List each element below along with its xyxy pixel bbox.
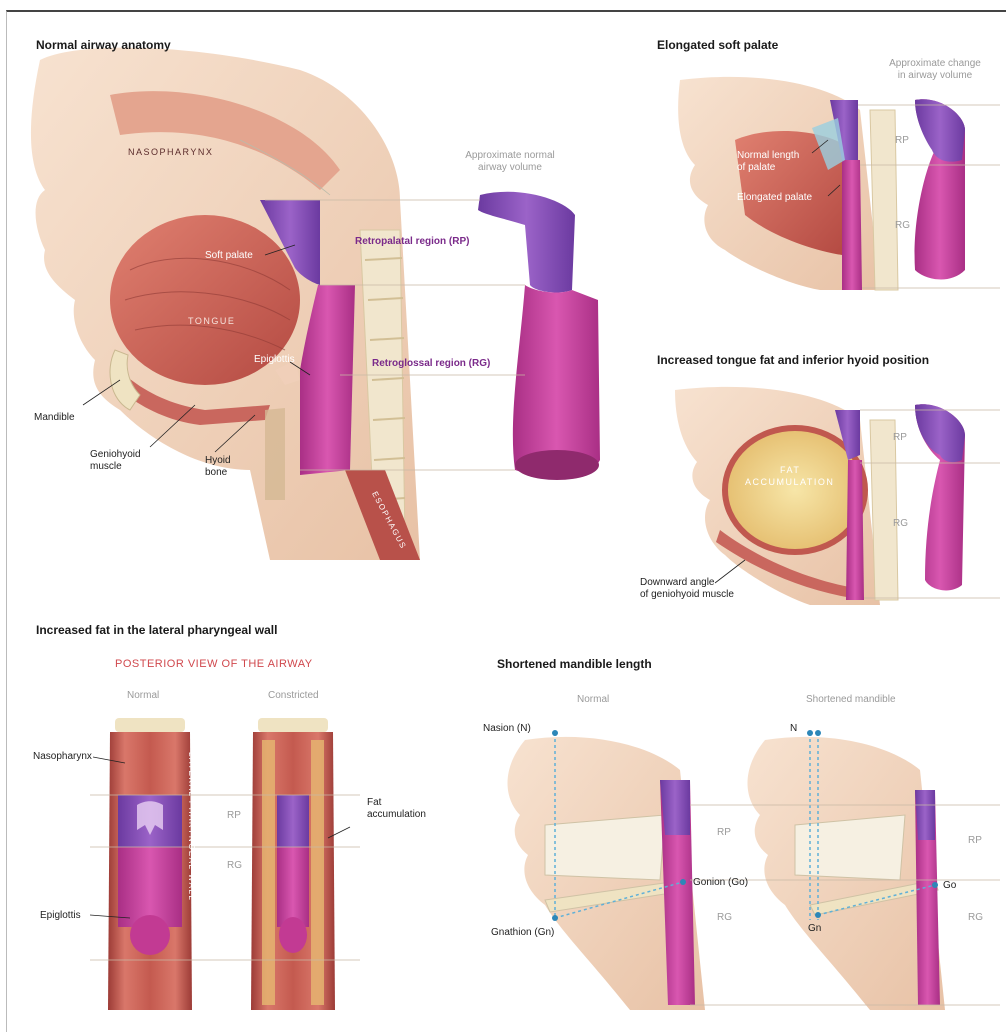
mandible-title: Shortened mandible length <box>497 657 652 671</box>
normal-length-label-2: of palate <box>737 162 775 173</box>
tongue-fat-rg-airway <box>846 460 864 600</box>
normal-rg-volume <box>513 285 600 477</box>
mandible-normal-rg: RG <box>717 912 732 923</box>
soft-palate-volume-rp <box>915 99 965 161</box>
change-volume-label-2: in airway volume <box>870 70 1000 81</box>
fat-label-1: FAT <box>780 465 800 475</box>
lateral-constricted-label: Constricted <box>268 690 319 701</box>
gnathion-label: Gnathion (Gn) <box>491 927 554 938</box>
normal-volume-label-1: Approximate normal <box>450 150 570 161</box>
soft-palate-title: Elongated soft palate <box>657 38 778 52</box>
normal-bone-cap <box>115 718 185 732</box>
mandible-label: Mandible <box>34 412 75 423</box>
soft-palate-label: Soft palate <box>205 250 253 261</box>
lateral-rg: RG <box>227 860 242 871</box>
gonion-label: Gonion (Go) <box>693 877 748 888</box>
change-volume-label-1: Approximate change <box>870 58 1000 69</box>
mandible-short-rp: RP <box>968 835 982 846</box>
soft-palate-rp: RP <box>895 135 909 146</box>
volume-base <box>515 450 599 480</box>
lateral-wall-drawing <box>90 718 360 1010</box>
constricted-rp-block <box>277 795 309 847</box>
normal-volume-label-2: airway volume <box>450 162 570 173</box>
hyoid-label-2: bone <box>205 467 227 478</box>
normal-length-label-1: Normal length <box>737 150 799 161</box>
normal-rp-volume <box>478 192 575 293</box>
normal-anatomy-title: Normal airway anatomy <box>36 38 171 52</box>
lateral-wall-label: LATERAL PHARYNGEAL WALL <box>187 752 196 901</box>
lateral-wall-title: Increased fat in the lateral pharyngeal … <box>36 623 277 637</box>
gn-label: Gn <box>808 923 821 934</box>
constricted-epiglottis <box>279 917 307 953</box>
n-label: N <box>790 723 797 734</box>
hyoid-label-1: Hyoid <box>205 455 231 466</box>
go-label: Go <box>943 880 956 891</box>
geniohyoid-label-2: muscle <box>90 461 122 472</box>
tongue-fat-title: Increased tongue fat and inferior hyoid … <box>657 353 929 367</box>
shortened-teeth <box>795 815 905 880</box>
geniohyoid-label-1: Geniohyoid <box>90 449 141 460</box>
elongated-palate-label: Elongated palate <box>737 192 812 203</box>
fat-label-2: ACCUMULATION <box>745 477 834 487</box>
normal-anatomy-drawing <box>31 48 600 560</box>
soft-palate-rg-airway <box>842 160 862 290</box>
constricted-bone-cap <box>258 718 328 732</box>
epiglottis-label: Epiglottis <box>254 354 295 365</box>
mandible-normal-rp: RP <box>717 827 731 838</box>
tongue-fat-drawing <box>675 387 1000 605</box>
lateral-rp: RP <box>227 810 241 821</box>
mandible-short-rg: RG <box>968 912 983 923</box>
tongue-fat-spine <box>870 420 898 600</box>
normal-epiglottis <box>130 915 170 955</box>
tongue-fat-mass <box>725 428 865 552</box>
mandible-shortened-label: Shortened mandible <box>806 694 896 705</box>
rg-region-label: Retroglossal region (RG) <box>372 358 490 369</box>
soft-palate-rg: RG <box>895 220 910 231</box>
posterior-view-label: POSTERIOR VIEW OF THE AIRWAY <box>115 658 313 670</box>
mandible-drawing <box>508 730 1001 1010</box>
nasopharynx-label: NASOPHARYNX <box>128 147 213 157</box>
tongue-fat-volume-rp <box>915 404 965 462</box>
constricted-rg-block <box>277 847 309 927</box>
lateral-normal-label: Normal <box>127 690 159 701</box>
tongue-fat-rg: RG <box>893 518 908 529</box>
lateral-epiglottis-label: Epiglottis <box>40 910 81 921</box>
lateral-nasopharynx-label: Nasopharynx <box>33 751 92 762</box>
fat-accumulation-label-1: Fat <box>367 797 381 808</box>
tongue-label: TONGUE <box>188 316 235 326</box>
fat-accumulation-label-2: accumulation <box>367 809 426 820</box>
nasion-label: Nasion (N) <box>483 723 531 734</box>
larynx <box>265 408 285 500</box>
soft-palate-drawing <box>678 77 1000 290</box>
tongue-fat-rp: RP <box>893 432 907 443</box>
rp-region-label: Retropalatal region (RP) <box>355 236 469 247</box>
downward-label-1: Downward angle <box>640 577 715 588</box>
normal-teeth <box>545 815 665 880</box>
downward-label-2: of geniohyoid muscle <box>640 589 734 600</box>
mandible-normal-label: Normal <box>577 694 609 705</box>
soft-palate-spine <box>870 110 898 290</box>
